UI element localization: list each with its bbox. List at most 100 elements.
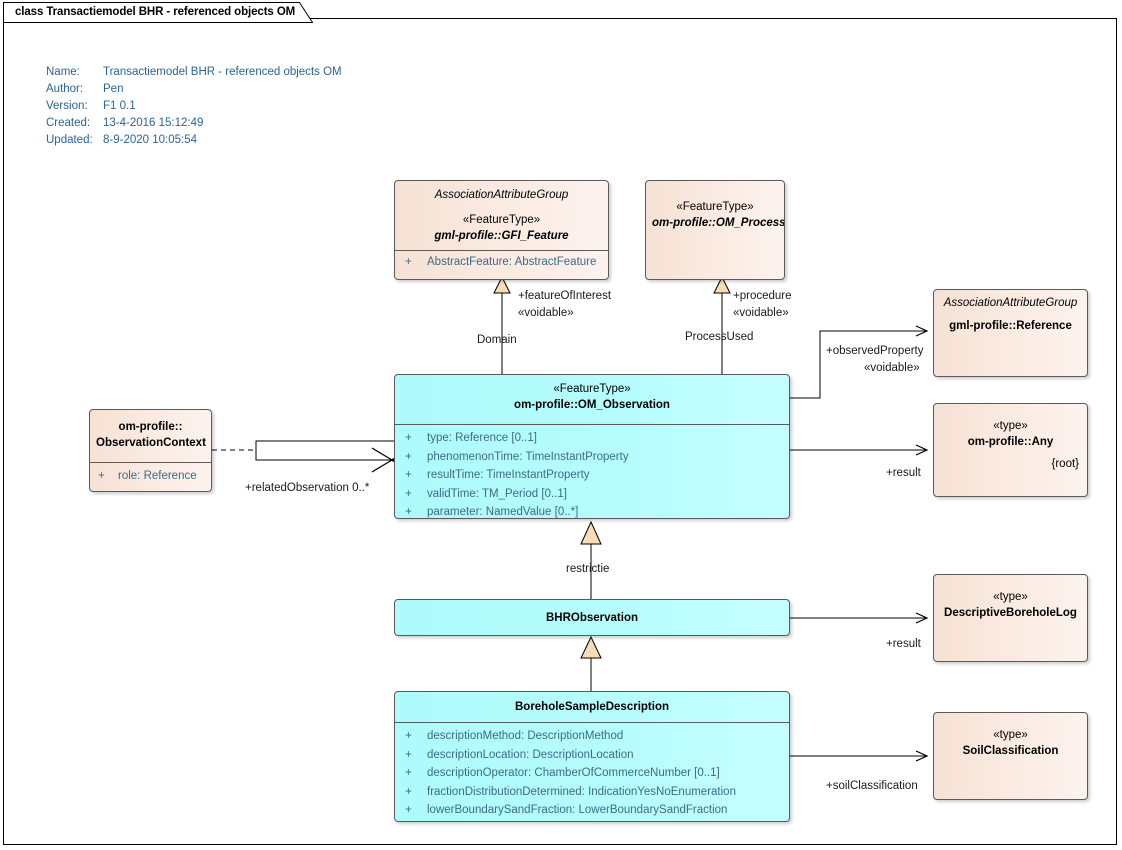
attribute-text: fractionDistributionDetermined: Indicati… [427, 785, 736, 798]
attribute-visibility: + [405, 506, 412, 518]
class-attribute: + fractionDistributionDetermined: Indicat… [395, 783, 789, 802]
attribute-visibility: + [405, 748, 412, 761]
class-box-soil-classification[interactable]: «type» SoilClassification [933, 712, 1088, 800]
diagram-title-tab: class Transactiemodel BHR - referenced o… [3, 2, 313, 24]
attribute-text: parameter: NamedValue [0..*] [427, 506, 579, 518]
connector-label-process-used: ProcessUsed [685, 331, 754, 343]
class-stereotype: «type» [993, 729, 1028, 741]
attribute-text: lowerBoundarySandFraction: LowerBoundary… [427, 804, 728, 816]
class-box-any[interactable]: «type» om-profile::Any {root} [933, 403, 1088, 497]
metadata-value: Pen [103, 83, 124, 95]
connector-label-observed-property-stereotype: «voidable» [864, 362, 920, 374]
attribute-visibility: + [98, 470, 105, 482]
class-attribute-compartment: + type: Reference [0..1] + phenomenonTime:… [395, 424, 789, 518]
metadata-row-updated: Updated: 8-9-2020 10:05:54 [46, 132, 342, 149]
class-attribute: + resultTime: TimeInstantProperty [395, 466, 789, 485]
attribute-text: phenomenonTime: TimeInstantProperty [427, 450, 629, 463]
class-box-bhr-observation[interactable]: BHRObservation [394, 599, 790, 636]
metadata-row-author: Author: Pen [46, 81, 342, 98]
metadata-value: F1 0.1 [103, 100, 136, 112]
connector-label-feature-of-interest-stereotype: «voidable» [518, 307, 574, 319]
class-attribute: + parameter: NamedValue [0..*] [395, 503, 789, 518]
class-box-om-observation[interactable]: «FeatureType» om-profile::OM_Observation… [394, 374, 790, 519]
class-box-om-process[interactable]: «FeatureType» om-profile::OM_Process [645, 180, 785, 280]
attribute-visibility: + [405, 804, 412, 816]
attribute-text: AbstractFeature: AbstractFeature [427, 256, 597, 268]
metadata-key: Updated: [46, 134, 93, 146]
metadata-key: Created: [46, 117, 91, 129]
metadata-row-created: Created: 13-4-2016 15:12:49 [46, 115, 342, 132]
class-name: om-profile::OM_Observation [514, 399, 670, 411]
attribute-visibility: + [405, 487, 412, 500]
attribute-text: role: Reference [118, 470, 197, 482]
connector-label-soil-classification: +soilClassification [826, 780, 918, 792]
class-attribute: + AbstractFeature: AbstractFeature [395, 253, 608, 272]
class-name: BHRObservation [545, 612, 639, 624]
connector-label-observed-property-role: +observedProperty [826, 345, 924, 357]
class-name: DescriptiveBoreholeLog [944, 607, 1077, 619]
class-box-reference[interactable]: AssociationAttributeGroup gml-profile::R… [933, 289, 1088, 377]
diagram-title-label: class Transactiemodel BHR - referenced o… [15, 6, 296, 18]
class-name-line1: om-profile:: [118, 421, 183, 433]
connector-label-related-observation: +relatedObservation 0..* [245, 482, 370, 494]
metadata-row-version: Version: F1 0.1 [46, 98, 342, 115]
metadata-row-name: Name:Transactiemodel BHR - referenced ob… [46, 64, 342, 81]
class-attribute: + phenomenonTime: TimeInstantProperty [395, 448, 789, 467]
metadata-key: Name: [46, 66, 80, 78]
class-header: «FeatureType» om-profile::OM_Process [646, 181, 784, 237]
class-name: BoreholeSampleDescription [514, 701, 669, 713]
connector-label-restrictie: restrictie [566, 563, 610, 575]
class-name: gml-profile::GFI_Feature [434, 230, 569, 242]
attribute-visibility: + [405, 469, 412, 481]
connector-label-result-borehole-log: +result [886, 638, 921, 650]
connector-label-feature-of-interest-role: +featureOfInterest [518, 290, 612, 302]
class-stereotype: «type» [993, 591, 1028, 603]
class-stereotype: «FeatureType» [462, 214, 541, 226]
class-attribute: + role: Reference [90, 467, 211, 486]
class-header: om-profile:: ObservationContext [90, 410, 211, 457]
class-header: AssociationAttributeGroup gml-profile::R… [934, 290, 1087, 340]
attribute-visibility: + [405, 256, 412, 268]
metadata-value: 13-4-2016 15:12:49 [103, 117, 204, 129]
class-name-line2: ObservationContext [96, 437, 206, 449]
class-header: BHRObservation [395, 600, 789, 632]
class-stereotype: «FeatureType» [676, 201, 754, 213]
class-attribute-compartment: +descriptionMethod: DescriptionMethod +d… [395, 722, 789, 821]
class-stereotype: «FeatureType» [553, 383, 631, 395]
attribute-visibility: + [405, 450, 412, 463]
class-box-borehole-sample-description[interactable]: BoreholeSampleDescription +descriptionMe… [394, 691, 790, 822]
class-name: om-profile::OM_Process [652, 217, 785, 229]
connector-label-result-any: +result [886, 467, 921, 479]
class-attribute-compartment: + AbstractFeature: AbstractFeature [395, 250, 608, 274]
class-attribute: + lowerBoundarySandFraction: LowerBoundar… [395, 801, 789, 820]
class-header: «FeatureType» om-profile::OM_Observation [395, 375, 789, 419]
class-root-marker: {root} [1051, 458, 1080, 470]
attribute-text: descriptionLocation: DescriptionLocation [427, 748, 634, 761]
class-box-gfi-feature[interactable]: AssociationAttributeGroup «FeatureType» … [394, 180, 609, 280]
attribute-text: type: Reference [0..1] [427, 432, 537, 444]
class-header: «type» DescriptiveBoreholeLog [934, 575, 1087, 627]
attribute-visibility: + [405, 730, 412, 742]
class-attribute: + type: Reference [0..1] [395, 429, 789, 448]
attribute-visibility: + [405, 785, 412, 798]
class-attribute: + validTime: TM_Period [0..1] [395, 485, 789, 504]
class-attribute-compartment: + role: Reference [90, 462, 211, 491]
class-attribute: + descriptionLocation: DescriptionLocatio… [395, 746, 789, 765]
class-name: gml-profile::Reference [949, 320, 1072, 332]
connector-label-procedure-role: +procedure [733, 290, 792, 302]
class-header: «type» SoilClassification [934, 713, 1087, 765]
attribute-visibility: + [405, 432, 412, 444]
class-attribute: +descriptionOperator: ChamberOfCommerceN… [395, 764, 789, 783]
association-attribute-group-label: AssociationAttributeGroup [943, 297, 1078, 309]
attribute-visibility: + [405, 767, 412, 779]
metadata-value: 8-9-2020 10:05:54 [103, 134, 197, 146]
class-box-observation-context[interactable]: om-profile:: ObservationContext + role: R… [89, 409, 212, 492]
metadata-key: Author: [46, 83, 84, 95]
attribute-text: validTime: TM_Period [0..1] [427, 487, 567, 500]
class-box-descriptive-borehole-log[interactable]: «type» DescriptiveBoreholeLog [933, 574, 1088, 662]
metadata-key: Version: [46, 100, 88, 112]
class-header: AssociationAttributeGroup «FeatureType» … [395, 181, 608, 250]
diagram-frame [3, 18, 1117, 845]
attribute-text: resultTime: TimeInstantProperty [427, 469, 590, 481]
